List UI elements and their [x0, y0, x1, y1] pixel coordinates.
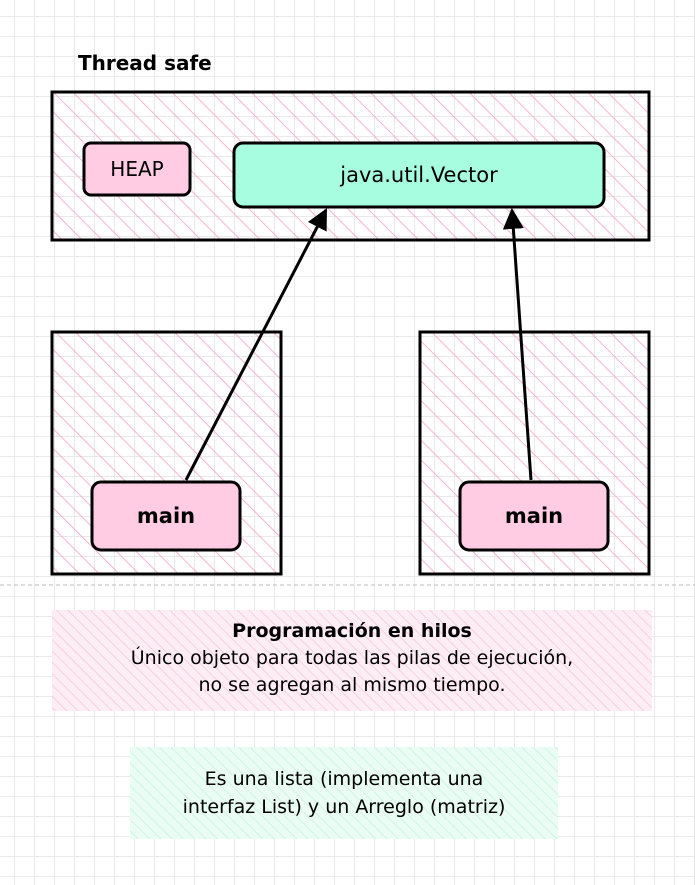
arrow-right-to-vector [502, 207, 533, 481]
note-title: Programación en hilos [232, 620, 472, 642]
description-line-1: Es una lista (implementa una [204, 768, 484, 790]
arrow-left-to-vector [184, 208, 328, 481]
note-block: Programación en hilos Único objeto para … [52, 618, 652, 699]
note-background [52, 610, 652, 711]
main-box-left [90, 480, 242, 552]
vector-label: java.util.Vector [340, 163, 498, 187]
heap-label: HEAP [110, 157, 164, 181]
main-label-left: main [136, 504, 196, 528]
description-line-2: interfaz List) y un Arreglo (matriz) [182, 796, 506, 818]
main-label-right: main [504, 504, 564, 528]
note-line-2: no se agregan al mismo tiempo. [198, 674, 506, 696]
thread-stack-right [418, 330, 651, 576]
heap-box [82, 141, 192, 197]
description-block: Es una lista (implementa una interfaz Li… [130, 765, 558, 821]
main-box-right [458, 480, 610, 552]
vector-box [232, 141, 606, 209]
note-line-1: Único objeto para todas las pilas de eje… [130, 647, 574, 669]
description-background [130, 747, 558, 839]
diagram-title: Thread safe [78, 51, 212, 75]
